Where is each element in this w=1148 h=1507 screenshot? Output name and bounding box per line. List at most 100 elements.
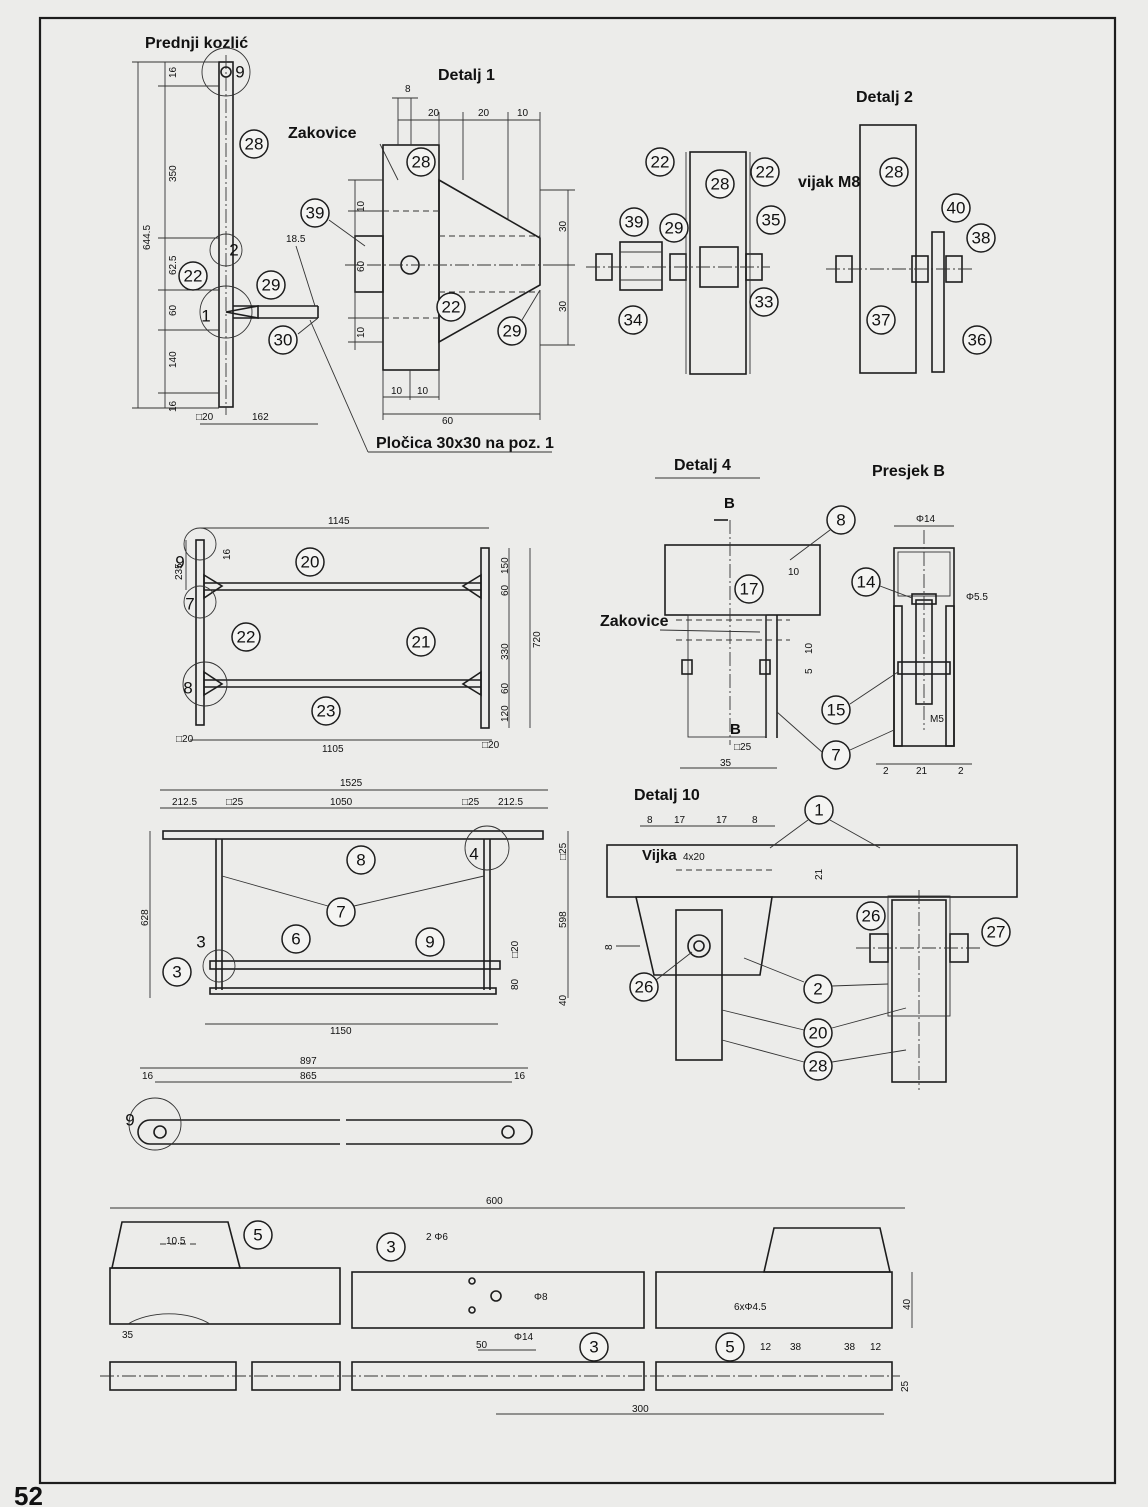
dim-1525: 1525 <box>340 778 363 789</box>
callout-9-bar: 9 <box>125 1111 134 1130</box>
dim-phi14: Φ14 <box>514 1332 534 1343</box>
callout-3-strip: 3 <box>589 1338 598 1357</box>
callout-33: 33 <box>755 293 774 312</box>
dim-50: 50 <box>476 1340 488 1351</box>
leader-30 <box>297 317 319 335</box>
dim-10-top: 10 <box>517 108 529 119</box>
bubble-5-strip <box>715 1332 745 1362</box>
bubble-15 <box>821 695 851 725</box>
leader-7-d4 <box>776 711 823 753</box>
dim-20-b: 20 <box>478 108 490 119</box>
dim-8-d10-b: 8 <box>752 815 758 826</box>
bubble-3-elev <box>162 957 192 987</box>
callout-28-a: 28 <box>711 175 730 194</box>
dim-1150: 1150 <box>330 1026 352 1037</box>
bubble-20-d10 <box>803 1018 833 1048</box>
leader-1-a <box>769 819 809 849</box>
bar-28-detail <box>382 144 440 371</box>
callout-3-elev: 3 <box>172 963 181 982</box>
callout-21-plan: 21 <box>412 633 431 652</box>
callout-23-plan: 23 <box>317 702 336 721</box>
rivet-right <box>759 659 771 675</box>
dim-40-elev: 40 <box>558 994 569 1006</box>
dim-60-plan-a: 60 <box>500 584 511 596</box>
bubble-28-a <box>705 169 735 199</box>
callout-22-a: 22 <box>651 153 670 172</box>
bubble-29-a <box>659 213 689 243</box>
dim-35: 35 <box>122 1330 134 1341</box>
leader-2-a <box>743 957 805 983</box>
dim-m5: M5 <box>930 714 944 725</box>
detail-circle-9-plan <box>183 527 217 561</box>
bar-left-part <box>137 1119 340 1145</box>
bubble-17 <box>734 574 764 604</box>
dim-phi5-5: Φ5.5 <box>966 592 988 603</box>
callout-26-front: 26 <box>635 978 654 997</box>
dim-8-d10-a: 8 <box>647 815 653 826</box>
bubble-26-side <box>856 901 886 931</box>
callout-27: 27 <box>987 923 1006 942</box>
bubble-28-d2 <box>879 157 909 187</box>
bubble-28-d10 <box>803 1051 833 1081</box>
arc-cut <box>127 1313 211 1325</box>
leader-7-section <box>849 729 895 751</box>
dim-10-left-b: 10 <box>356 326 367 338</box>
bracket-17 <box>765 615 778 738</box>
callout-3-small: 3 <box>196 933 205 952</box>
dim-17-d10-a: 17 <box>674 815 686 826</box>
callout-5-strip: 5 <box>725 1338 734 1357</box>
dim-162: 162 <box>252 412 269 423</box>
dim-30-b: 30 <box>558 300 569 312</box>
leader-1-b <box>829 819 881 849</box>
page-number: 52 <box>14 1481 43 1507</box>
tube-39-assembly <box>619 241 663 291</box>
dim-330: 330 <box>500 643 511 660</box>
dim-865: 865 <box>300 1071 317 1082</box>
dim-25-left: □25 <box>226 797 244 808</box>
bubble-8-d4 <box>826 505 856 535</box>
beam-segment-1 <box>109 1267 341 1325</box>
top-rail-8 <box>162 830 544 840</box>
dim-16-top: 16 <box>168 66 179 78</box>
dim-5-d4: 5 <box>804 668 815 674</box>
pin-26-inner <box>693 940 705 952</box>
drawing-frame <box>38 16 1117 1485</box>
dim-628: 628 <box>140 909 151 926</box>
callout-9-elev: 9 <box>425 933 434 952</box>
leader-28-a <box>721 1039 805 1063</box>
dim-17-d10-b: 17 <box>716 815 728 826</box>
callout-29-d1: 29 <box>503 322 522 341</box>
callout-7-elev: 7 <box>336 903 345 922</box>
leader-39-d1 <box>328 219 366 247</box>
leader-zakovice-2 <box>659 629 761 633</box>
dim-4x20: 4x20 <box>683 852 705 863</box>
dim-10-left-a: 10 <box>356 200 367 212</box>
bubble-22-d1 <box>436 292 466 322</box>
bar-28-detalj2 <box>859 124 917 374</box>
callout-40: 40 <box>947 199 966 218</box>
beam-segment-2 <box>351 1271 645 1329</box>
bubble-26-front <box>629 972 659 1002</box>
dim-720: 720 <box>532 631 543 648</box>
dim-21-section: 21 <box>916 766 928 777</box>
dim-16-bar-right: 16 <box>514 1071 526 1082</box>
dim-1105: 1105 <box>322 744 344 755</box>
callout-28-d10: 28 <box>809 1057 828 1076</box>
callout-14: 14 <box>857 573 876 592</box>
dim-1145: 1145 <box>328 516 350 527</box>
dim-8-d10-v: 8 <box>604 944 615 950</box>
callout-28-d1: 28 <box>412 153 431 172</box>
callout-36: 36 <box>968 331 987 350</box>
callout-20-plan: 20 <box>301 553 320 572</box>
dim-40-beam: 40 <box>902 1298 913 1310</box>
bubble-33 <box>749 287 779 317</box>
dim-25-d4: □25 <box>734 742 752 753</box>
post-7-detalj4 <box>687 614 767 738</box>
bubble-7-elev <box>326 897 356 927</box>
title-prednji-kozlic: Prednji kozlić <box>145 35 248 52</box>
view-bolt-assembly: 22 28 22 39 29 35 34 33 <box>586 147 786 375</box>
leader-20-b <box>831 1007 907 1029</box>
label-zakovice-1: Zakovice <box>288 125 357 142</box>
bubble-38 <box>966 223 996 253</box>
